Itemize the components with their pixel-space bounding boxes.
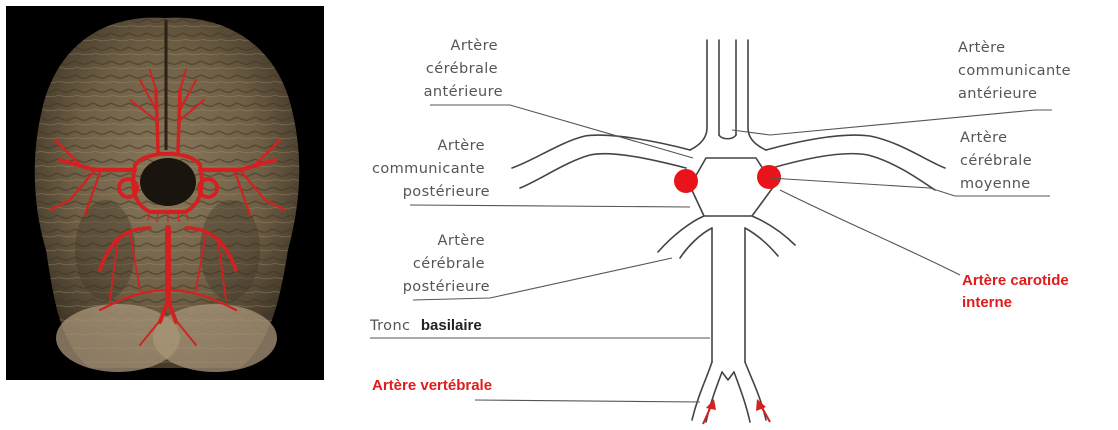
- label-pca: Artère cérébrale postérieure: [403, 233, 490, 295]
- right-carotid-dot: [757, 165, 781, 189]
- label-acom: Artère communicante antérieure: [958, 40, 1076, 102]
- label-pcom: Artère communicante postérieure: [372, 138, 490, 200]
- schematic-vessels: [512, 40, 945, 422]
- label-basilar: Tronc basilaire: [369, 317, 482, 334]
- label-mca: Artère cérébrale moyenne: [960, 130, 1037, 192]
- left-carotid-dot: [674, 169, 698, 193]
- label-aca: Artère cérébrale antérieure: [424, 38, 503, 100]
- label-ica: Artère carotide interne: [962, 272, 1073, 311]
- label-vertebral: Artère vertébrale: [372, 377, 492, 394]
- vertebral-flow-arrows: [703, 399, 770, 424]
- brain-base-photo: [6, 6, 324, 380]
